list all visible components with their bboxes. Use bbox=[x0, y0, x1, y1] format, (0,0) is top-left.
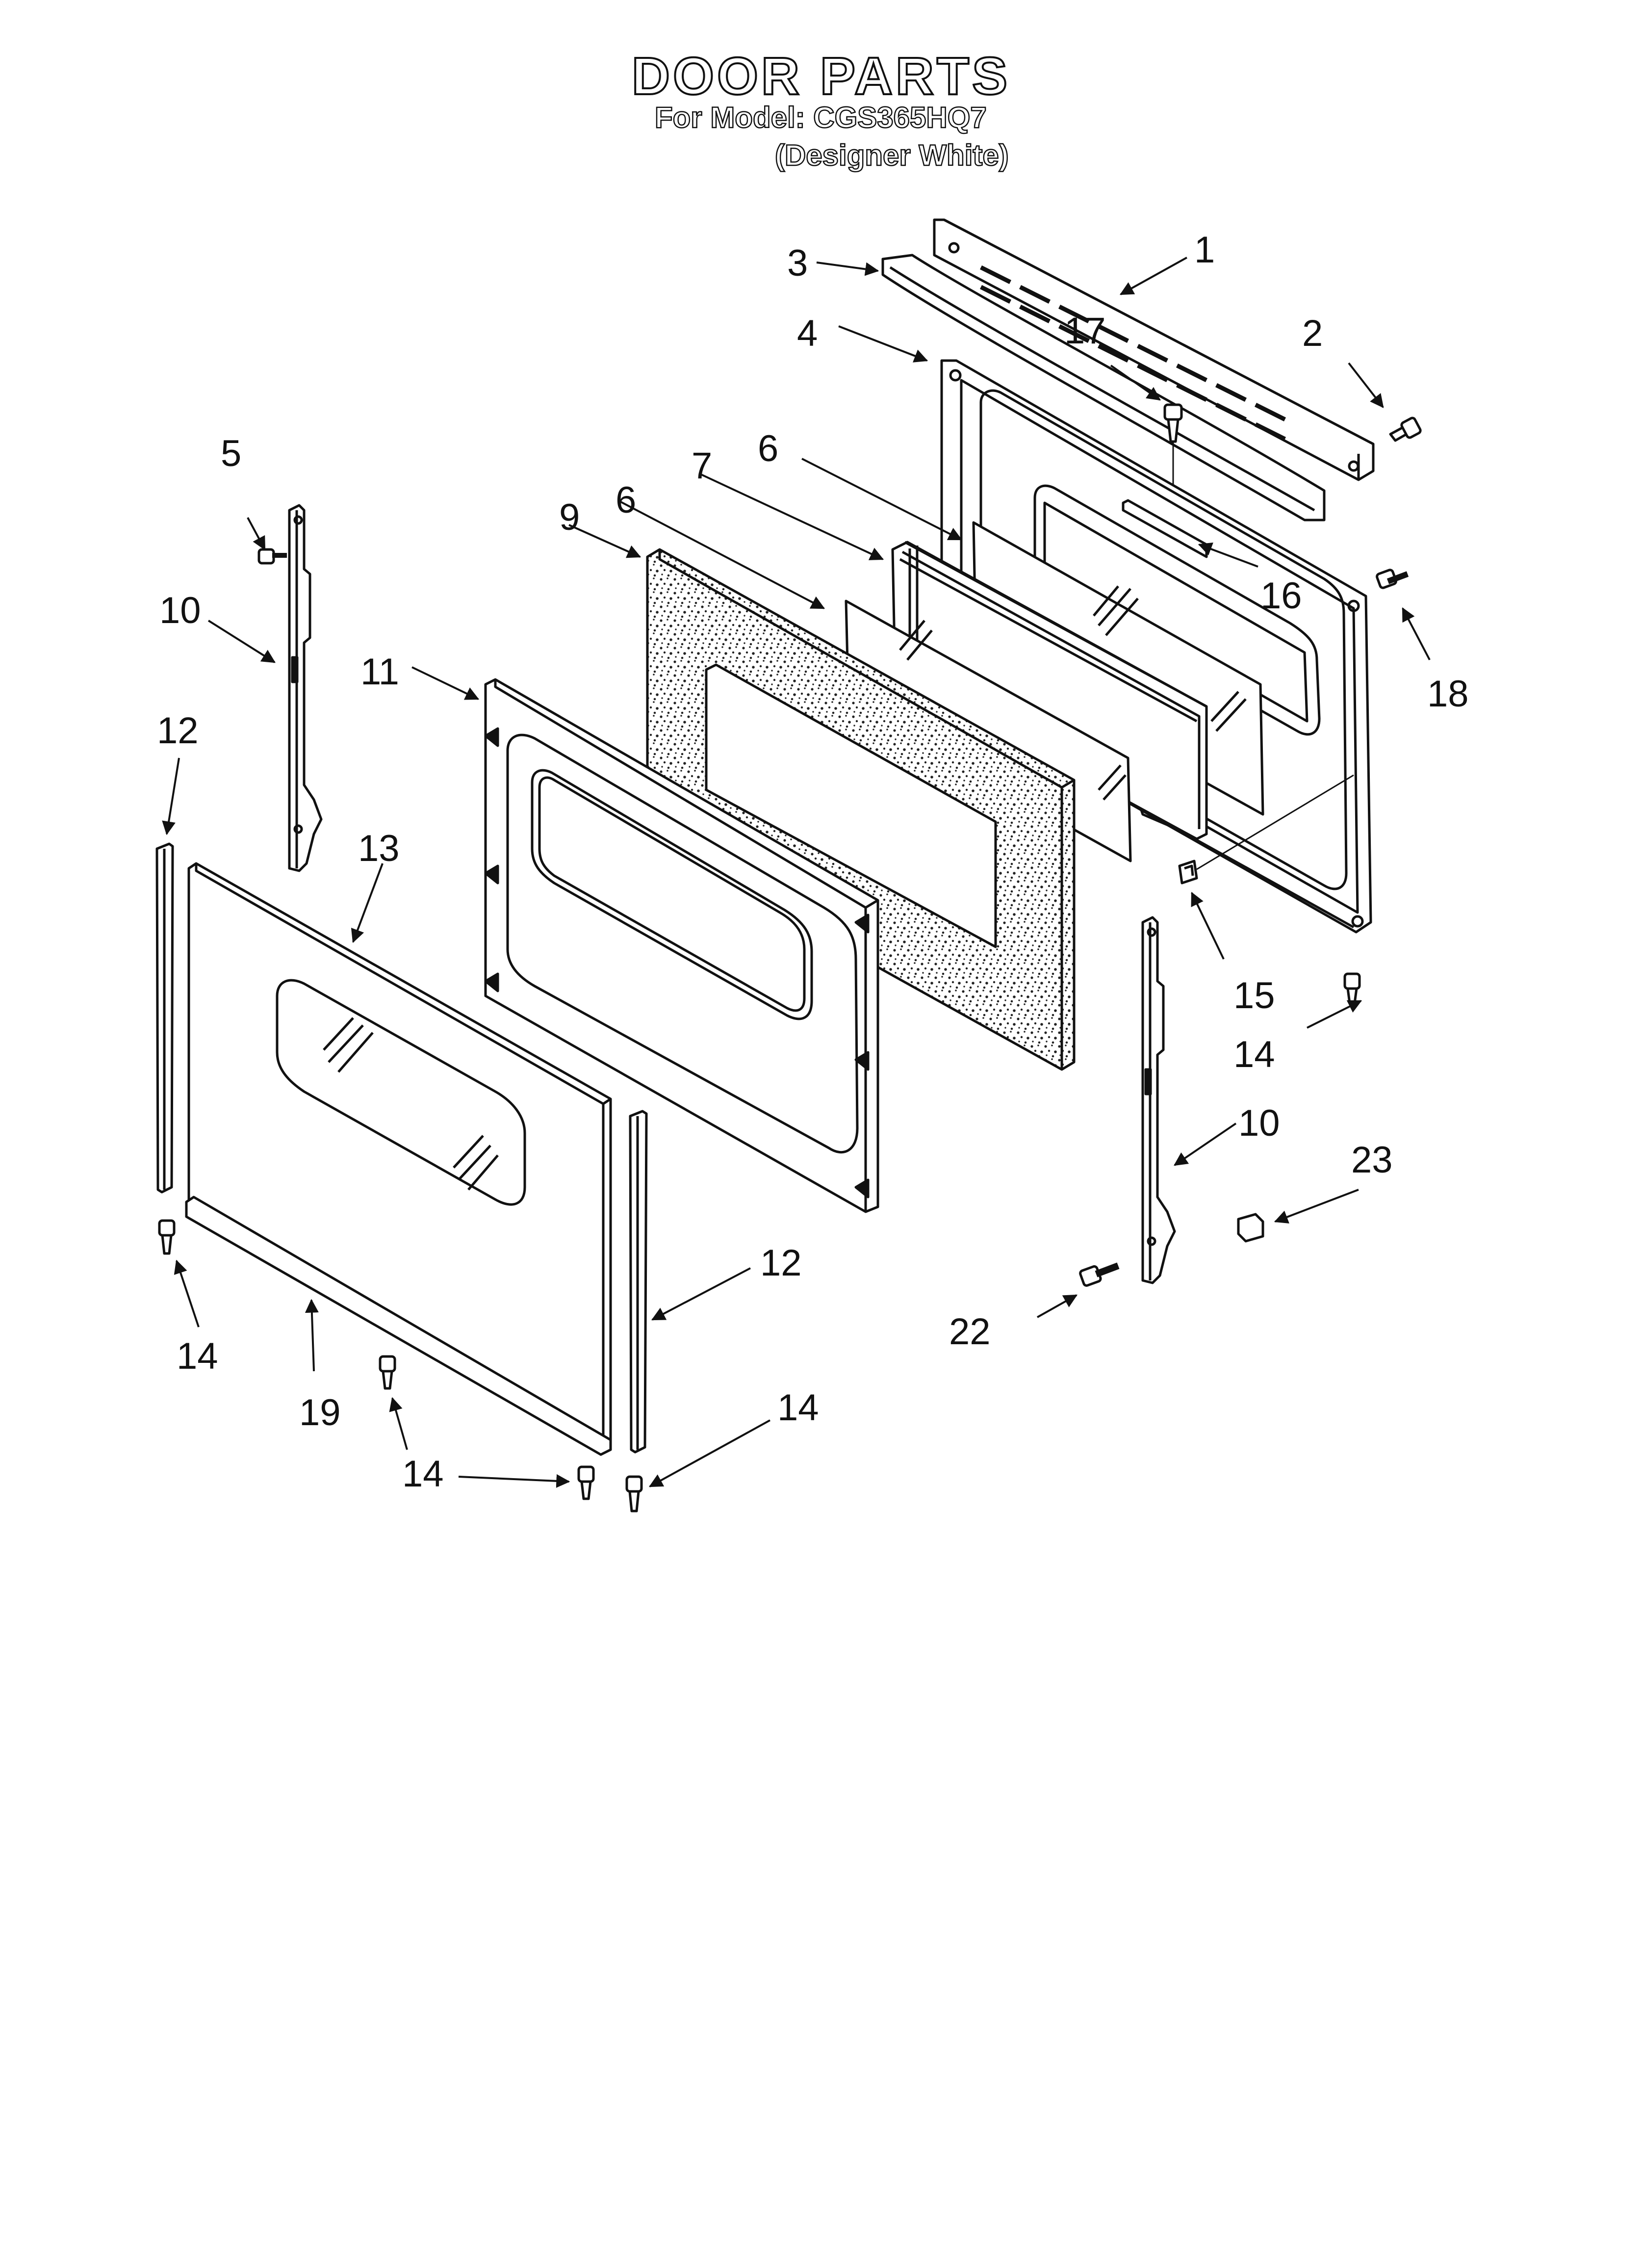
callout-1: 1 bbox=[1194, 229, 1215, 271]
callout-19: 19 bbox=[299, 1392, 341, 1434]
part-1-vent-trim bbox=[933, 218, 1375, 481]
callout-labels: 1 2 3 4 17 6 7 6 9 16 18 15 14 10 23 22 … bbox=[157, 229, 1469, 1495]
part-12-end-cap-left bbox=[155, 842, 174, 1194]
callout-6b: 6 bbox=[616, 479, 636, 521]
callout-14a: 14 bbox=[1233, 1034, 1275, 1075]
callout-16: 16 bbox=[1260, 575, 1302, 617]
part-14-screw-bottom-mid bbox=[379, 1355, 396, 1390]
part-11-door-liner bbox=[484, 678, 879, 1213]
part-14-screw-right-top bbox=[1343, 972, 1361, 1005]
part-10-hinge-left bbox=[288, 504, 323, 872]
model-line: For Model: CGS365HQ7 bbox=[654, 101, 987, 135]
callout-10b: 10 bbox=[159, 590, 201, 631]
part-15-clip bbox=[1178, 774, 1354, 885]
part-19-bottom-trim bbox=[185, 1196, 612, 1456]
callout-15: 15 bbox=[1233, 975, 1275, 1017]
callout-14c: 14 bbox=[402, 1453, 444, 1495]
callout-12a: 12 bbox=[157, 710, 199, 752]
part-23-clip bbox=[1237, 1213, 1264, 1243]
part-10-hinge-right bbox=[1141, 916, 1176, 1284]
callout-10a: 10 bbox=[1238, 1102, 1280, 1144]
callout-13: 13 bbox=[358, 828, 400, 869]
part-14-screw-bottom-a bbox=[577, 1465, 595, 1500]
part-12-end-cap-right bbox=[629, 1110, 648, 1454]
part-22-screw bbox=[1079, 1262, 1120, 1287]
part-3-handle bbox=[881, 254, 1326, 521]
callout-4: 4 bbox=[797, 313, 818, 354]
callout-11: 11 bbox=[360, 651, 399, 693]
part-5-screw bbox=[257, 548, 287, 565]
callout-5: 5 bbox=[221, 433, 241, 474]
callout-2: 2 bbox=[1302, 313, 1323, 354]
part-14-screw-bottom-b bbox=[625, 1475, 643, 1512]
part-18-screw bbox=[1376, 569, 1409, 589]
callout-9: 9 bbox=[559, 496, 580, 538]
callout-12b: 12 bbox=[760, 1242, 802, 1284]
leader-lines bbox=[162, 257, 1431, 1488]
callout-6a: 6 bbox=[758, 428, 778, 469]
callout-14b: 14 bbox=[177, 1335, 218, 1377]
callout-18: 18 bbox=[1427, 673, 1469, 715]
part-14-screw-left bbox=[158, 1219, 176, 1255]
part-2-screw bbox=[1389, 417, 1422, 442]
finish-line: (Designer White) bbox=[774, 138, 1009, 173]
callout-23: 23 bbox=[1351, 1139, 1393, 1181]
callout-14d: 14 bbox=[777, 1387, 819, 1429]
diagram-title: DOOR PARTS bbox=[631, 45, 1011, 106]
callout-7: 7 bbox=[692, 445, 712, 487]
callout-3: 3 bbox=[787, 242, 808, 284]
callout-17: 17 bbox=[1064, 310, 1106, 352]
callout-22: 22 bbox=[949, 1311, 991, 1353]
